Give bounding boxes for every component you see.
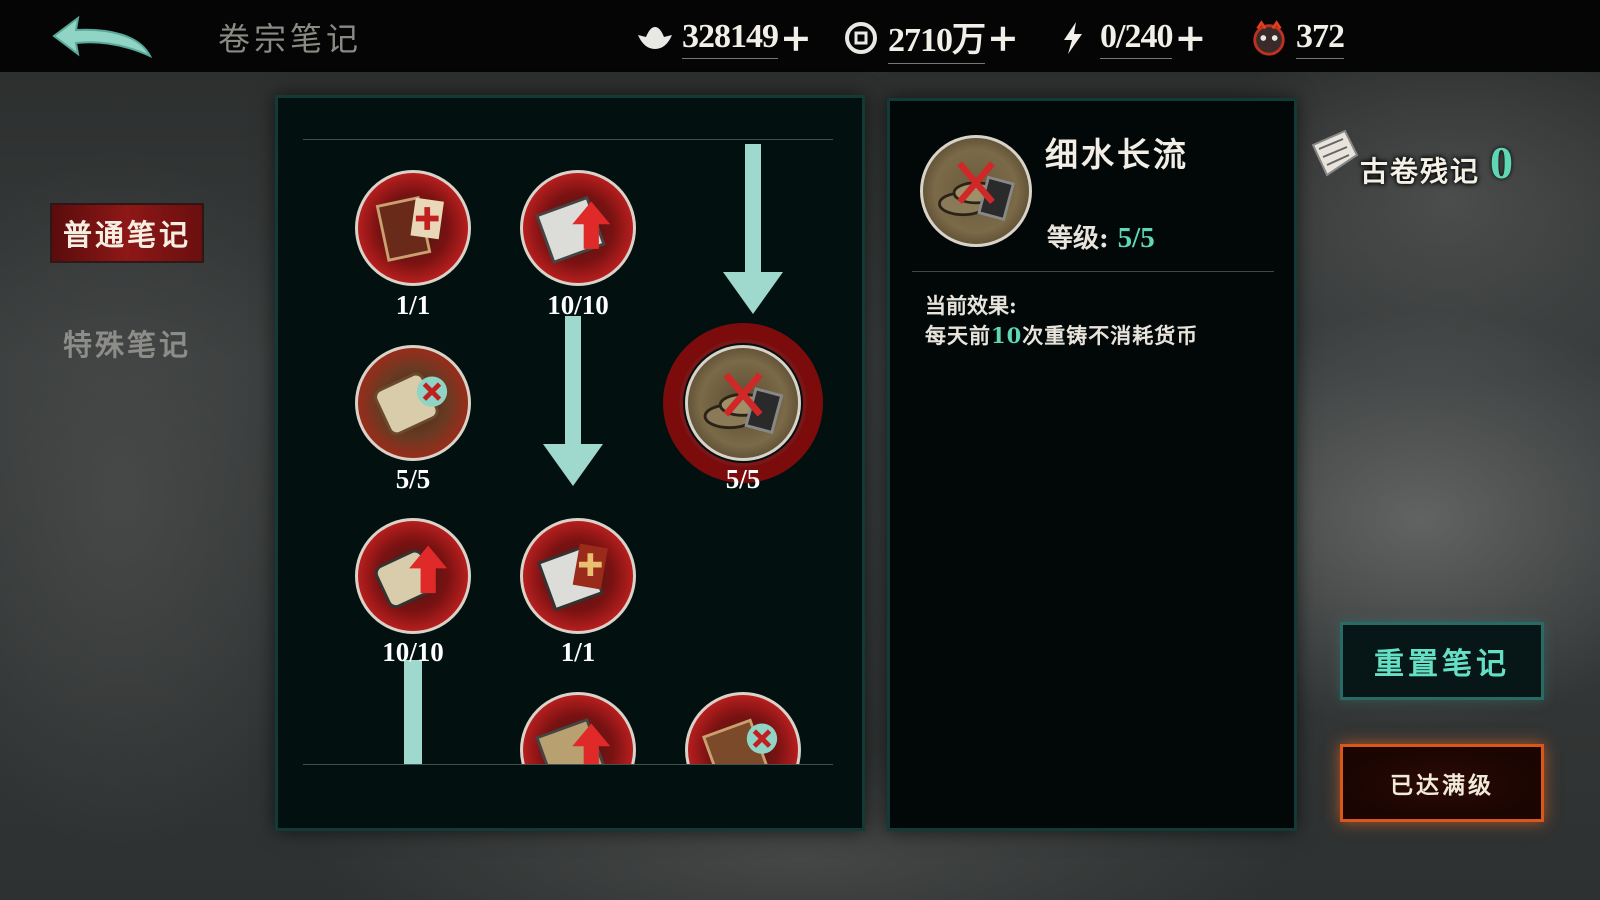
coin-resource: 2710万 + xyxy=(842,15,1019,64)
tree-connector-line xyxy=(404,660,422,764)
silver-ingot-icon xyxy=(636,19,674,57)
tree-node-book-arrow-up-2[interactable] xyxy=(520,692,636,764)
top-bar: 卷宗笔记 328149 + 2710万 + 0/240 + 372 xyxy=(0,0,1600,72)
tree-node-scroll-arrow-up[interactable] xyxy=(355,518,471,634)
silver-resource: 328149 + xyxy=(636,15,812,60)
skill-tree-panel: 1/1 10/10 5/5 xyxy=(275,95,865,831)
scroll-cross-icon xyxy=(374,372,448,436)
fragment-label: 古卷残记 xyxy=(1360,155,1481,188)
scroll-fragment-icon xyxy=(1311,129,1359,177)
effect-description: 每天前10次重铸不消耗货币 xyxy=(925,320,1198,350)
skill-level-value: 5/5 xyxy=(1117,222,1155,254)
effect-prefix: 每天前 xyxy=(925,323,991,348)
tree-node-book-plus[interactable] xyxy=(355,170,471,286)
scroll-arrow-up-icon xyxy=(374,545,448,608)
token-value: 372 xyxy=(1296,18,1345,59)
tree-arrow-down-icon xyxy=(543,316,603,486)
lightning-icon xyxy=(1054,19,1092,57)
energy-value: 0/240 xyxy=(1100,18,1173,59)
back-button[interactable] xyxy=(48,10,158,64)
reset-notes-button[interactable]: 重置笔记 xyxy=(1340,622,1544,700)
tree-node-level: 1/1 xyxy=(395,290,431,320)
skill-level-label: 等级: xyxy=(1047,224,1109,254)
detail-divider xyxy=(912,271,1274,272)
tree-node-level: 5/5 xyxy=(395,464,431,494)
tree-node-level: 10/10 xyxy=(547,290,609,320)
coin-icon xyxy=(842,19,880,57)
demon-mask-icon xyxy=(1250,19,1288,57)
ingot-cross-icon xyxy=(703,372,784,435)
tree-node-book-arrow-up[interactable] xyxy=(520,170,636,286)
effect-label: 当前效果: xyxy=(925,293,1017,318)
back-arrow-icon xyxy=(52,15,153,59)
energy-plus-button[interactable]: + xyxy=(1174,15,1207,60)
book-cross-icon xyxy=(701,718,778,764)
tree-node-level: 5/5 xyxy=(725,464,761,494)
tree-node-book-cross[interactable] xyxy=(685,692,801,764)
tree-node-level: 10/10 xyxy=(382,637,444,667)
ingot-cross-icon xyxy=(938,161,1015,221)
detail-skill-icon xyxy=(920,135,1032,247)
skill-level: 等级: 5/5 xyxy=(1047,218,1155,255)
silver-plus-button[interactable]: + xyxy=(780,15,812,60)
book-arrow-up-icon xyxy=(535,195,611,264)
tree-arrow-down-icon xyxy=(723,144,783,314)
skill-name: 细水长流 xyxy=(1045,135,1189,174)
book-plus-icon xyxy=(536,543,608,612)
skill-detail-panel: 细水长流 等级: 5/5 当前效果: 每天前10次重铸不消耗货币 xyxy=(887,98,1297,831)
tree-node-book-plus-2[interactable] xyxy=(520,518,636,634)
max-level-button[interactable]: 已达满级 xyxy=(1340,744,1544,822)
energy-resource: 0/240 + xyxy=(1054,15,1207,60)
fragment-count: 0 xyxy=(1490,137,1513,188)
effect-suffix: 次重铸不消耗货币 xyxy=(1022,323,1199,348)
skill-tree-scroll-area[interactable]: 1/1 10/10 5/5 xyxy=(303,139,833,765)
coin-plus-button[interactable]: + xyxy=(987,15,1019,60)
book-plus-icon xyxy=(375,196,444,262)
coin-value: 2710万 xyxy=(888,12,986,64)
tree-node-scroll-cross[interactable] xyxy=(355,345,471,461)
page-title: 卷宗笔记 xyxy=(218,20,363,58)
token-resource: 372 xyxy=(1250,18,1345,59)
silver-value: 328149 xyxy=(682,18,779,59)
tree-node-level: 1/1 xyxy=(560,637,596,667)
nav-normal-notes-tab[interactable]: 普通笔记 xyxy=(52,205,202,261)
effect-highlight: 10 xyxy=(991,323,1023,348)
book-arrow-up-icon xyxy=(535,717,611,764)
nav-special-notes-tab[interactable]: 特殊笔记 xyxy=(62,328,191,362)
tree-node-ingot-cross-selected[interactable] xyxy=(685,345,801,461)
selected-node-ring xyxy=(663,323,823,483)
